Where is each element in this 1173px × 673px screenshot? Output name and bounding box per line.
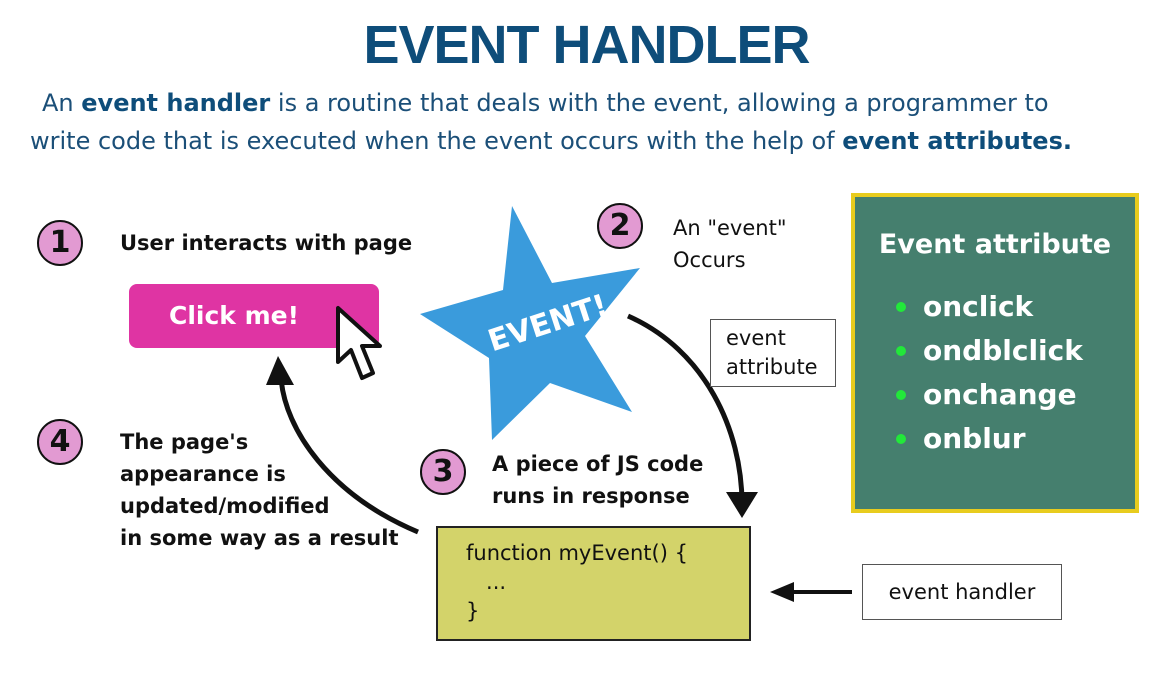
code-block: function myEvent() { ... } xyxy=(436,526,751,641)
attr-item-label: onblur xyxy=(923,422,1026,455)
attr-item: ondblclick xyxy=(891,329,1083,373)
code-line-1: function myEvent() { xyxy=(466,541,688,565)
step-4-line2: appearance is xyxy=(120,462,286,486)
step-3-line2: runs in response xyxy=(492,484,690,508)
step-4-badge: 4 xyxy=(37,419,83,465)
intro-l2-pre: write code that is executed when the eve… xyxy=(30,127,843,155)
event-attribute-label: event attribute xyxy=(710,319,836,387)
step-1-badge: 1 xyxy=(37,220,83,266)
code-line-2: ... xyxy=(466,570,507,594)
event-attribute-line2: attribute xyxy=(726,355,818,379)
step-4-line3: updated/modified xyxy=(120,494,330,518)
attr-item-label: onclick xyxy=(923,290,1034,323)
page-title: EVENT HANDLER xyxy=(363,15,810,75)
step-1-text: User interacts with page xyxy=(120,231,413,255)
event-handler-label: event handler xyxy=(862,564,1062,620)
arrow-event-to-code-head xyxy=(726,492,758,518)
click-me-button[interactable]: Click me! xyxy=(129,284,379,348)
attr-item-label: onchange xyxy=(923,378,1077,411)
step-2-text: An "event" Occurs xyxy=(673,212,786,276)
attr-item-label: ondblclick xyxy=(923,334,1083,367)
intro-l1-bold: event handler xyxy=(81,89,271,117)
intro-l2-bold: event attributes. xyxy=(842,127,1072,155)
bullet-icon xyxy=(896,434,906,444)
event-attribute-list: onclick ondblclick onchange onblur xyxy=(891,285,1083,461)
event-attribute-panel-title: Event attribute xyxy=(878,229,1112,260)
arrow-event-to-code xyxy=(626,313,745,505)
event-attribute-line1: event xyxy=(726,326,786,350)
intro-l1-post: is a routine that deals with the event, … xyxy=(270,89,1049,117)
arrow-code-to-page-head xyxy=(266,356,294,385)
event-attribute-panel: Event attribute onclick ondblclick oncha… xyxy=(851,193,1139,513)
step-3-line1: A piece of JS code xyxy=(492,452,704,476)
bullet-icon xyxy=(896,390,906,400)
step-4-text: The page's appearance is updated/modifie… xyxy=(120,426,399,554)
arrow-handler-to-code-head xyxy=(770,582,794,602)
arrow-code-to-page xyxy=(278,377,419,535)
step-3-badge: 3 xyxy=(420,449,466,495)
bullet-icon xyxy=(896,346,906,356)
step-4-line1: The page's xyxy=(120,430,249,454)
step-2-line2: Occurs xyxy=(673,248,746,272)
code-line-3: } xyxy=(466,599,480,623)
intro-text: An event handler is a routine that deals… xyxy=(30,84,1150,160)
intro-l1-pre: An xyxy=(42,89,82,117)
step-2-line1: An "event" xyxy=(673,216,787,240)
attr-item: onchange xyxy=(891,373,1083,417)
step-3-text: A piece of JS code runs in response xyxy=(492,448,703,512)
attr-item: onblur xyxy=(891,417,1083,461)
bullet-icon xyxy=(896,302,906,312)
event-star xyxy=(420,206,640,440)
step-2-badge: 2 xyxy=(597,203,643,249)
step-4-line4: in some way as a result xyxy=(120,526,399,550)
attr-item: onclick xyxy=(891,285,1083,329)
